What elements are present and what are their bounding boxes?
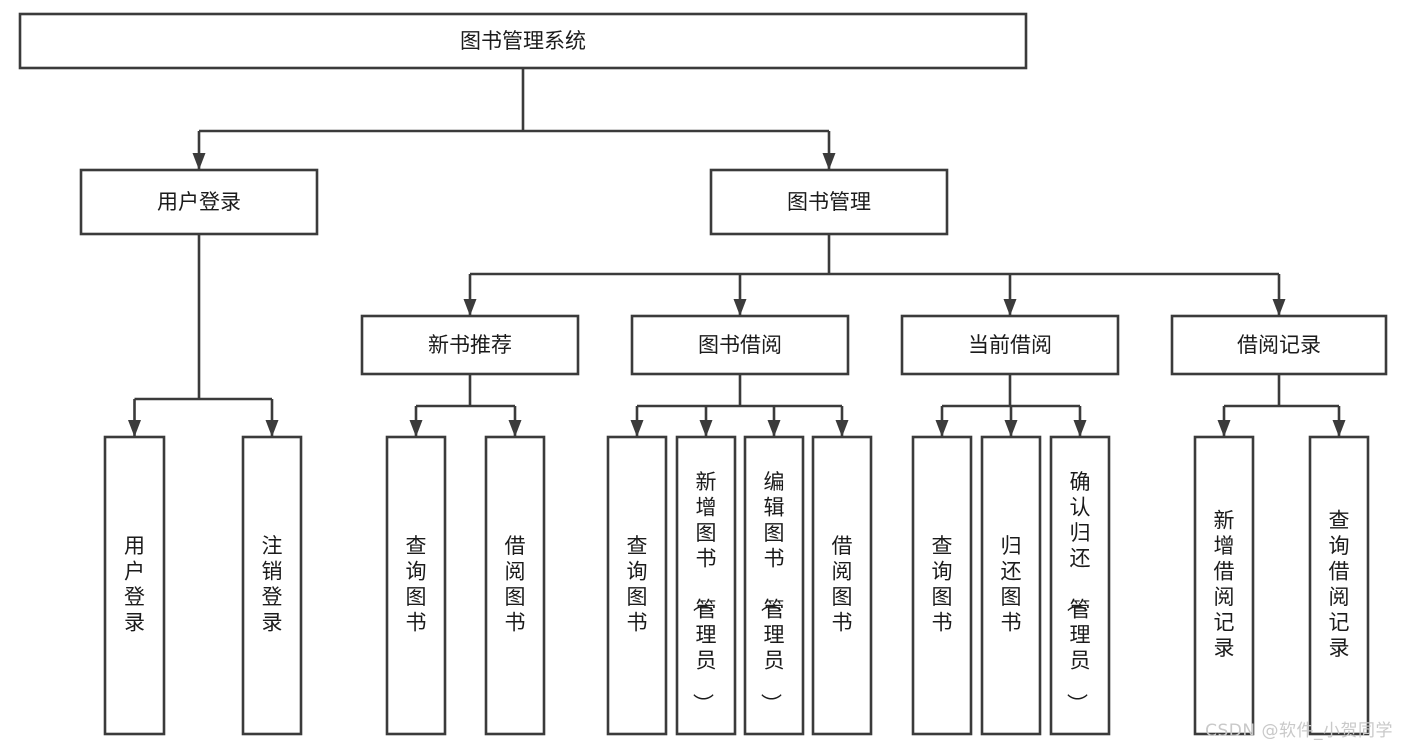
node-label-user-login: 用户登录 xyxy=(157,190,241,214)
node-box-leaf-add-record[interactable] xyxy=(1193,435,1255,736)
node-leaf-borrow-book[interactable]: 借阅图书 xyxy=(811,435,873,736)
node-current-borrow[interactable]: 当前借阅 xyxy=(900,314,1120,376)
node-box-leaf-query-book-current[interactable] xyxy=(911,435,973,736)
edge-arrowhead xyxy=(835,420,849,437)
edge-arrowhead xyxy=(265,420,279,437)
node-box-leaf-logout[interactable] xyxy=(241,435,303,736)
node-box-leaf-borrow-book[interactable] xyxy=(811,435,873,736)
edge-arrowhead xyxy=(767,420,781,437)
node-label-leaf-add-record: 新增借阅记录 xyxy=(1214,508,1235,660)
node-layer: 图书管理系统用户登录图书管理新书推荐图书借阅当前借阅借阅记录用户登录注销登录查询… xyxy=(18,12,1388,736)
node-box-leaf-query-book-rec[interactable] xyxy=(385,435,447,736)
node-box-leaf-edit-book[interactable] xyxy=(743,435,805,736)
node-leaf-add-record[interactable]: 新增借阅记录 xyxy=(1193,435,1255,736)
edge-group-user-login xyxy=(128,234,279,437)
edge-arrowhead xyxy=(463,299,477,316)
edge-arrowhead xyxy=(630,420,644,437)
node-label-root: 图书管理系统 xyxy=(460,29,586,53)
node-box-user-login[interactable] xyxy=(79,168,319,236)
node-label-leaf-edit-book: 编辑图书（管理员） xyxy=(759,470,785,714)
node-label-leaf-borrow-book: 借阅图书 xyxy=(832,534,853,635)
node-box-leaf-user-login[interactable] xyxy=(103,435,166,736)
node-label-new-book-rec: 新书推荐 xyxy=(428,333,512,357)
node-label-borrow-record: 借阅记录 xyxy=(1237,333,1321,357)
edge-arrowhead xyxy=(1073,420,1087,437)
node-leaf-query-record[interactable]: 查询借阅记录 xyxy=(1308,435,1370,736)
node-box-book-manage[interactable] xyxy=(709,168,949,236)
edge-group-book-borrow xyxy=(630,374,849,437)
node-root[interactable]: 图书管理系统 xyxy=(18,12,1028,70)
edge-arrowhead xyxy=(1272,299,1286,316)
node-label-leaf-confirm-return: 确认归还（管理员） xyxy=(1065,470,1091,714)
edge-arrowhead xyxy=(935,420,949,437)
edge-arrowhead xyxy=(128,420,141,437)
edge-group-new-book-rec xyxy=(409,374,522,437)
edge-group-book-manage xyxy=(463,234,1286,316)
node-box-new-book-rec[interactable] xyxy=(360,314,580,376)
node-label-leaf-query-book-current: 查询图书 xyxy=(932,534,953,635)
edge-layer xyxy=(128,68,1346,437)
node-book-manage[interactable]: 图书管理 xyxy=(709,168,949,236)
edge-arrowhead xyxy=(409,420,423,437)
node-leaf-query-book-rec[interactable]: 查询图书 xyxy=(385,435,447,736)
edge-arrowhead xyxy=(1003,299,1017,316)
node-label-leaf-query-book-rec: 查询图书 xyxy=(406,534,427,635)
edge-arrowhead xyxy=(508,420,522,437)
node-leaf-logout[interactable]: 注销登录 xyxy=(241,435,303,736)
node-label-leaf-add-book: 新增图书（管理员） xyxy=(691,470,717,714)
edge-arrowhead xyxy=(1004,420,1018,437)
node-label-leaf-query-book-borrow: 查询图书 xyxy=(627,534,648,635)
edge-arrowhead xyxy=(699,420,713,437)
node-box-leaf-query-record[interactable] xyxy=(1308,435,1370,736)
node-box-leaf-confirm-return[interactable] xyxy=(1049,435,1111,736)
node-label-book-borrow: 图书借阅 xyxy=(698,333,782,357)
node-label-leaf-borrow-book-rec: 借阅图书 xyxy=(505,534,526,635)
node-leaf-query-book-borrow[interactable]: 查询图书 xyxy=(606,435,668,736)
node-leaf-user-login[interactable]: 用户登录 xyxy=(103,435,166,736)
node-leaf-add-book[interactable]: 新增图书（管理员） xyxy=(675,435,737,736)
node-box-root[interactable] xyxy=(18,12,1028,70)
node-label-leaf-logout: 注销登录 xyxy=(262,534,283,635)
edge-group-borrow-record xyxy=(1217,374,1346,437)
node-box-leaf-return-book[interactable] xyxy=(980,435,1042,736)
edge-group-root xyxy=(192,68,836,170)
node-box-leaf-query-book-borrow[interactable] xyxy=(606,435,668,736)
node-label-leaf-user-login: 用户登录 xyxy=(124,534,145,635)
edge-arrowhead xyxy=(733,299,747,316)
csdn-watermark: CSDN @软件_小贺同学 xyxy=(1205,721,1393,741)
node-borrow-record[interactable]: 借阅记录 xyxy=(1170,314,1388,376)
node-leaf-query-book-current[interactable]: 查询图书 xyxy=(911,435,973,736)
node-new-book-rec[interactable]: 新书推荐 xyxy=(360,314,580,376)
node-label-current-borrow: 当前借阅 xyxy=(968,333,1052,357)
node-label-leaf-query-record: 查询借阅记录 xyxy=(1329,508,1350,660)
node-label-book-manage: 图书管理 xyxy=(787,190,871,214)
edge-group-current-borrow xyxy=(935,374,1087,437)
node-box-borrow-record[interactable] xyxy=(1170,314,1388,376)
edge-arrowhead xyxy=(1332,420,1346,437)
node-leaf-confirm-return[interactable]: 确认归还（管理员） xyxy=(1049,435,1111,736)
node-box-leaf-borrow-book-rec[interactable] xyxy=(484,435,546,736)
node-leaf-edit-book[interactable]: 编辑图书（管理员） xyxy=(743,435,805,736)
edge-arrowhead xyxy=(192,153,206,170)
edge-arrowhead xyxy=(822,153,836,170)
node-leaf-return-book[interactable]: 归还图书 xyxy=(980,435,1042,736)
node-book-borrow[interactable]: 图书借阅 xyxy=(630,314,850,376)
node-leaf-borrow-book-rec[interactable]: 借阅图书 xyxy=(484,435,546,736)
node-box-book-borrow[interactable] xyxy=(630,314,850,376)
node-label-leaf-return-book: 归还图书 xyxy=(1001,534,1022,635)
node-box-current-borrow[interactable] xyxy=(900,314,1120,376)
node-box-leaf-add-book[interactable] xyxy=(675,435,737,736)
node-user-login[interactable]: 用户登录 xyxy=(79,168,319,236)
edge-arrowhead xyxy=(1217,420,1231,437)
